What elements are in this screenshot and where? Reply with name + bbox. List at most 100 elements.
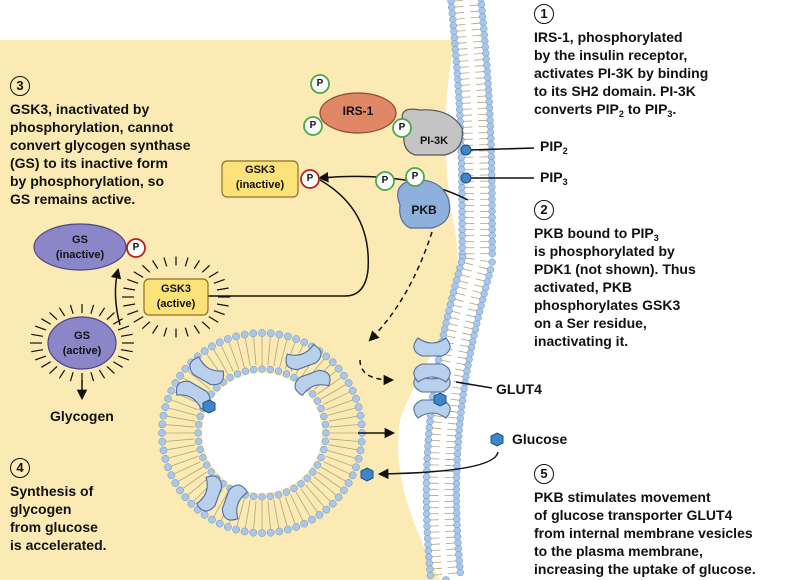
gs-active-label: GS (active) [48,329,116,359]
step-2-first-sub: 3 [653,233,659,243]
step-1-last-c: . [672,101,677,117]
arrow-gsk3-active-from-pkb [205,179,370,297]
glut4-vesicle [158,329,366,537]
arrow-pkb-to-glut4 [368,231,433,342]
phosphate-pkb-right [405,167,425,187]
phosphate-label: P [398,122,406,133]
gsk3-active-label: GSK3 (active) [144,282,208,312]
phosphate-label: P [309,120,317,131]
step-1-line: IRS-1, phosphorylated [534,29,683,45]
phosphate-pkb-left [375,171,395,191]
pip2-lipid [460,144,472,156]
step-5-line: from internal membrane vesicles [534,525,753,541]
gsk3-active-rays [122,256,230,338]
gsk3-active-label-line1: GSK3 [161,283,191,295]
gs-active-shape [47,316,117,370]
phosphate-gsk3 [300,169,320,189]
gs-inactive-label-line2: (inactive) [55,249,105,261]
step-1-line: to its SH2 domain. PI-3K [534,83,696,99]
step-4-text: Synthesis of glycogen from glucose is ac… [10,482,107,554]
glut4-leader [455,381,493,389]
step-2-text: PKB bound to PIP3 is phosphorylated by P… [534,224,696,350]
gsk3-active-box [143,278,209,316]
phosphate-label: P [411,171,419,182]
pkb-shape [397,179,451,229]
gsk3-inactive-label-line2: (inactive) [235,179,285,191]
irs1-label: IRS-1 [342,104,374,118]
phosphate-label: P [306,173,314,184]
pip2-leader [469,147,535,151]
gsk3-inactive-box [221,160,299,198]
glucose-icon [490,432,504,447]
step-4-line: glycogen [10,501,72,517]
step-5-line: increasing the uptake of glucose. [534,561,756,577]
irs1-shape [319,92,397,134]
gsk3-inactive-label-line1: GSK3 [245,164,275,176]
pip2-label-sub: 2 [562,146,568,156]
step-3-line: convert glycogen synthase [10,137,191,153]
gs-active-label-line2: (active) [62,345,102,357]
step-2-line: is phosphorylated by [534,243,675,259]
step-1-last-sub2: 3 [667,109,673,119]
pip2-label: PIP2 [540,138,568,156]
glucose-in-vesicle-icon [202,399,216,414]
pkb-label: PKB [411,203,437,217]
pi3k-shape [401,108,463,156]
step-5-line: of glucose transporter GLUT4 [534,507,733,523]
arrow-glucose-uptake [377,451,499,480]
phosphate-label: P [381,175,389,186]
gsk3-active-label-line2: (active) [156,298,196,310]
pip3-lipid [460,172,472,184]
step-1-last-b: to PIP [623,101,668,117]
step-5-text: PKB stimulates movement of glucose trans… [534,488,756,578]
step-2-line: inactivating it. [534,333,629,349]
step-4-line: is accelerated. [10,537,107,553]
step-4-line: from glucose [10,519,98,535]
step-4-number: 4 [10,458,30,478]
pip3-label-text: PIP [540,169,563,185]
step-4-line: Synthesis of [10,483,94,499]
pi3k-label: PI-3K [419,135,449,147]
glucose-entering-icon [360,467,374,482]
phosphate-label: P [316,78,324,89]
glut4-label: GLUT4 [496,381,542,397]
step-5-line: PKB stimulates movement [534,489,711,505]
phosphate-gs [126,238,146,258]
step-3-text: GSK3, inactivated by phosphorylation, ca… [10,100,191,208]
step-3-line: GS remains active. [10,191,136,207]
plasma-membrane [422,0,496,580]
glucose-label: Glucose [512,431,568,447]
step-5-number: 5 [534,464,554,484]
pip3-label: PIP3 [540,169,568,187]
cytoplasm-region [0,40,458,580]
step-1-line-last: converts PIP2 to PIP3. [534,100,708,119]
pip2-label-text: PIP [540,138,563,154]
step-2-first-a: PKB bound to PIP [534,225,654,241]
gs-active-label-line1: GS [74,330,90,342]
step-3-line: phosphorylation, cannot [10,119,174,135]
gs-inactive-label: GS (inactive) [34,233,126,263]
step-1-last-sub1: 2 [618,109,624,119]
gs-active-rays [30,304,134,382]
phosphate-irs1-right [392,118,412,138]
step-2-number: 2 [534,200,554,220]
step-1-line: by the insulin receptor, [534,47,688,63]
arrow-gs-active-to-inactive [110,267,122,326]
step-3-line: (GS) to its inactive form [10,155,168,171]
arrow-pkb-to-gsk3 [317,172,469,201]
step-3-line: by phosphorylation, so [10,173,165,189]
step-2-line: on a Ser residue, [534,315,647,331]
arrow-vesicle-to-membrane-dashed [359,359,395,386]
step-3-line: GSK3, inactivated by [10,101,150,117]
step-5-line: to the plasma membrane, [534,543,703,559]
pip3-label-sub: 3 [562,177,568,187]
step-1-text: IRS-1, phosphorylated by the insulin rec… [534,28,708,119]
step-2-line-first: PKB bound to PIP3 [534,224,696,243]
phosphate-label: P [132,242,140,253]
step-1-last-a: converts PIP [534,101,619,117]
step-1-number: 1 [534,4,554,24]
step-2-line: phosphorylates GSK3 [534,297,681,313]
gs-inactive-shape [33,223,127,271]
step-3-number: 3 [10,76,30,96]
